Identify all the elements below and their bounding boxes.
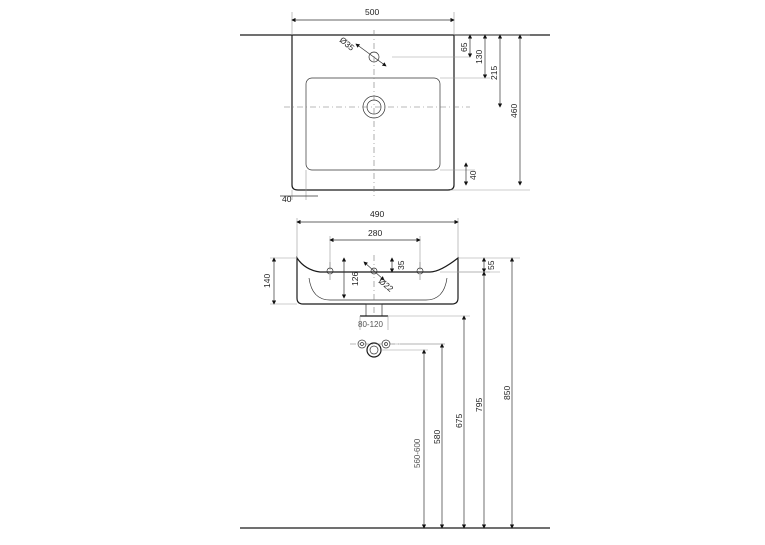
dim-126-label: 126 <box>350 272 360 286</box>
dim-40-right-label: 40 <box>468 170 478 180</box>
dim-215-label: 215 <box>489 66 499 80</box>
front-view: 490 280 35 Ø22 126 140 <box>262 209 520 358</box>
dim-795-label: 795 <box>474 398 484 412</box>
drain-diameter-line <box>363 261 385 281</box>
dim-40-left-label: 40 <box>282 194 292 204</box>
dim-460-label: 460 <box>509 104 519 118</box>
front-bowl-curve <box>308 277 448 301</box>
dim-55-label: 55 <box>486 260 496 270</box>
dim-35-label: 35 <box>396 260 406 270</box>
dim-560-600-label: 560-600 <box>413 438 422 468</box>
dim-280-label: 280 <box>368 228 382 238</box>
top-basin-outline <box>291 35 455 191</box>
dim-65-label: 65 <box>459 42 469 52</box>
dim-675-label: 675 <box>454 414 464 428</box>
dim-850-label: 850 <box>502 386 512 400</box>
dim-130-label: 130 <box>474 50 484 64</box>
dim-80-120-label: 80-120 <box>358 320 383 329</box>
dim-580-label: 580 <box>432 430 442 444</box>
tap-diameter-line <box>355 43 387 67</box>
dim-490-label: 490 <box>370 209 384 219</box>
front-basin-outline <box>296 256 459 305</box>
top-view: Ø35 500 65 130 215 460 40 40 <box>240 7 550 204</box>
dim-500-label: 500 <box>365 7 379 17</box>
height-dimensions: 850 795 675 580 560-600 <box>240 257 550 529</box>
drain-diameter-label: Ø22 <box>377 276 396 294</box>
dim-140-label: 140 <box>262 274 272 288</box>
tap-hole-label: Ø35 <box>338 35 357 53</box>
siphon-valves <box>350 339 445 358</box>
top-bowl-outline <box>305 77 441 171</box>
